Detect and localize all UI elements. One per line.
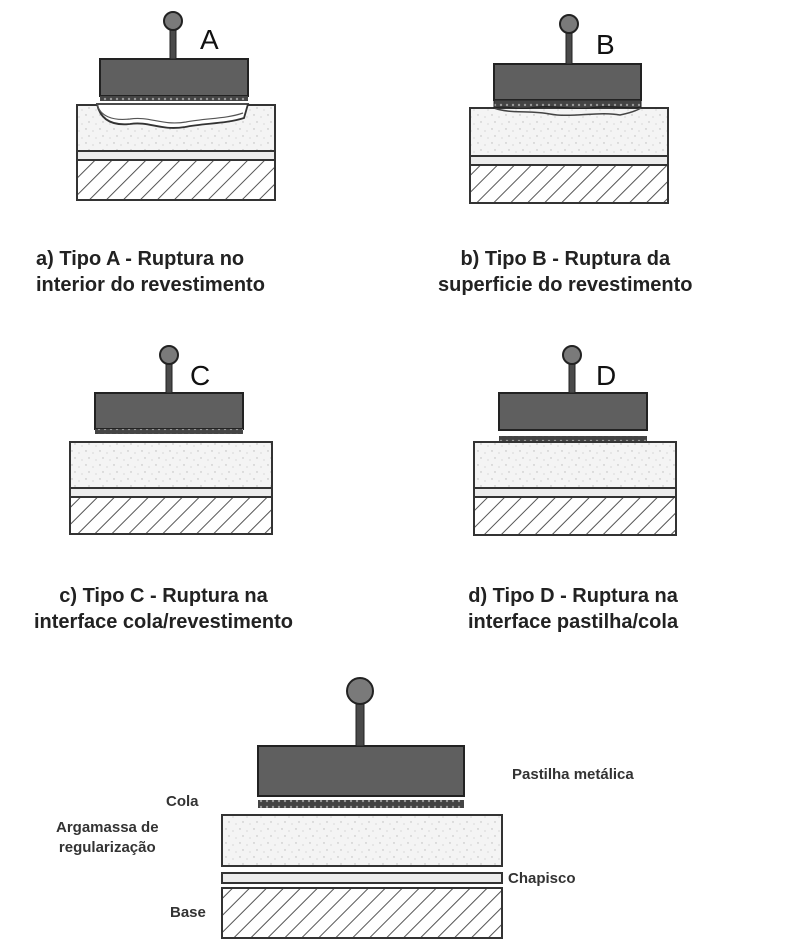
panel-b-caption-line2: superficie do revestimento: [438, 274, 693, 296]
legend-knob-icon: [346, 677, 374, 705]
panel-d-knob-icon: [562, 345, 582, 365]
legend-mortar: [221, 814, 503, 867]
panel-b-knob-icon: [559, 14, 579, 34]
panel-c-caption: c) Tipo C - Ruptura na interface cola/re…: [34, 583, 293, 635]
panel-d-base: [473, 496, 677, 536]
panel-c-stem: [165, 361, 173, 394]
panel-c-knob-icon: [159, 345, 179, 365]
panel-a-letter: A: [200, 24, 219, 55]
panel-a-fracture: [95, 103, 250, 129]
panel-c-caption-line2: interface cola/revestimento: [34, 611, 293, 633]
legend-pastilha: [257, 745, 465, 797]
legend-base-label: Base: [170, 904, 206, 921]
panel-a-knob-icon: [163, 11, 183, 31]
panel-d-pastilha: [498, 392, 648, 431]
legend-chapisco-label: Chapisco: [508, 870, 576, 887]
panel-d-chapisco: [473, 487, 677, 498]
legend-cola-label: Cola: [166, 793, 199, 810]
panel-a-caption: a) Tipo A - Ruptura no interior do reves…: [36, 246, 265, 298]
legend-cola: [258, 800, 464, 808]
legend-argamassa-line2: regularização: [58, 839, 156, 856]
legend-stem: [355, 697, 365, 747]
panel-c-pastilha: [94, 392, 244, 430]
panel-d-caption: d) Tipo D - Ruptura na interface pastilh…: [468, 583, 678, 635]
legend-base: [221, 887, 503, 939]
legend-specimen: [221, 677, 503, 939]
panel-c-mortar: [69, 441, 273, 489]
legend-argamassa-line1: Argamassa de: [56, 819, 159, 836]
panel-d-specimen: [473, 345, 677, 536]
panel-d-caption-line1: d) Tipo D - Ruptura na: [468, 585, 678, 607]
panel-b-base: [469, 164, 669, 204]
legend-chapisco: [221, 872, 503, 884]
panel-b-stem: [565, 30, 573, 65]
panel-c-chapisco: [69, 487, 273, 498]
panel-c-caption-line1: c) Tipo C - Ruptura na: [59, 585, 268, 607]
legend-pastilha-label: Pastilha metálica: [512, 766, 634, 783]
panel-c-base: [69, 496, 273, 535]
panel-a-caption-line1: a) Tipo A - Ruptura no: [36, 248, 245, 270]
panel-b-cola: [493, 99, 642, 109]
panel-b-chapisco: [469, 155, 669, 166]
panel-b-pastilha: [493, 63, 642, 101]
panel-d-caption-line2: interface pastilha/cola: [468, 611, 679, 633]
panel-b-specimen: [469, 14, 669, 204]
panel-a-specimen: [76, 11, 276, 201]
panel-d-stem: [568, 361, 576, 394]
panel-d-cola: [499, 436, 647, 441]
panel-b-mortar: [469, 107, 669, 157]
panel-a-chapisco: [76, 150, 276, 161]
panel-a-cola: [100, 96, 248, 101]
panel-b-caption: b) Tipo B - Ruptura da superficie do rev…: [438, 246, 693, 298]
panel-c-cola: [95, 429, 243, 434]
panel-a-caption-line2: interior do revestimento: [36, 274, 265, 296]
panel-b-letter: B: [596, 29, 615, 60]
panel-a-stem: [169, 27, 177, 60]
panel-c-specimen: [69, 345, 273, 535]
panel-d-letter: D: [596, 360, 617, 391]
panel-b-caption-line1: b) Tipo B - Ruptura da: [460, 248, 671, 270]
panel-a-pastilha: [99, 58, 249, 97]
panel-c-letter: C: [190, 360, 211, 391]
panel-a-base: [76, 159, 276, 201]
legend-argamassa-label: Argamassa de regularização: [56, 818, 159, 858]
panel-d-mortar: [473, 441, 677, 489]
